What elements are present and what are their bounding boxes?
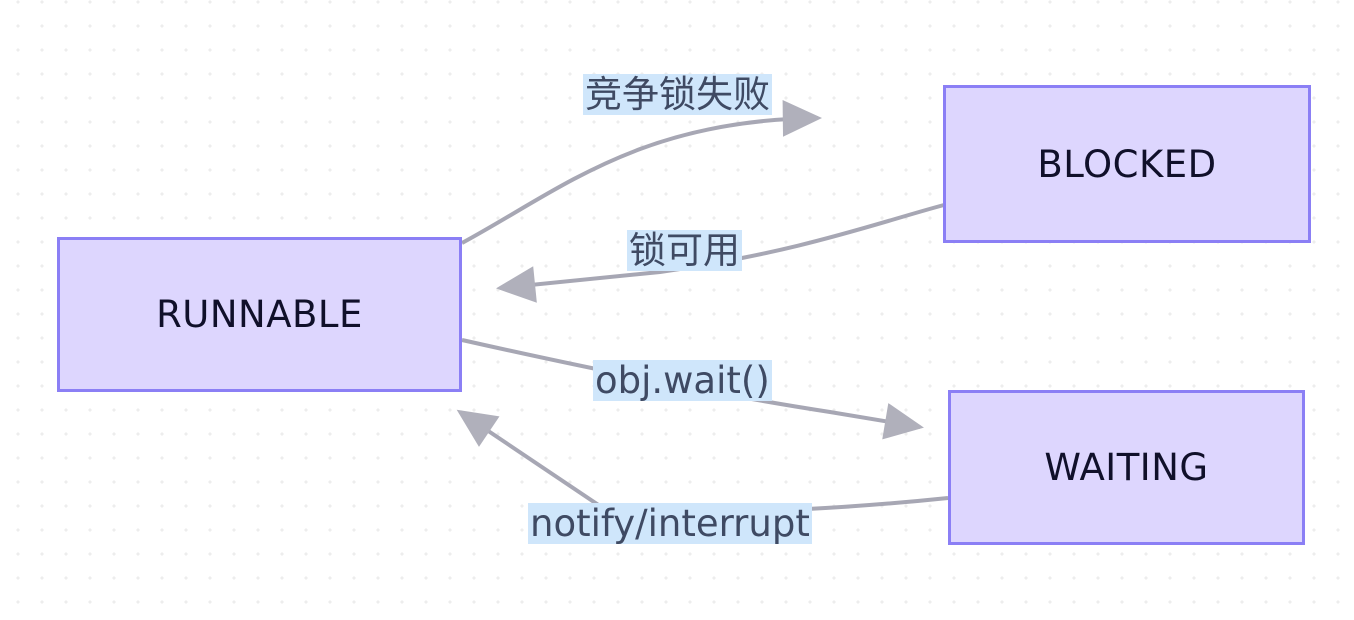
node-waiting[interactable]: WAITING bbox=[948, 390, 1305, 545]
edge-label-runnable-to-waiting: obj.wait() bbox=[593, 359, 772, 402]
edge-label-waiting-to-runnable: notify/interrupt bbox=[528, 502, 812, 545]
edge-waiting-to-runnable bbox=[456, 409, 949, 515]
node-blocked-label: BLOCKED bbox=[1037, 142, 1217, 186]
edge-label-blocked-to-runnable: 锁可用 bbox=[627, 229, 742, 272]
edge-label-runnable-to-blocked: 竞争锁失败 bbox=[583, 73, 772, 116]
node-runnable[interactable]: RUNNABLE bbox=[57, 237, 462, 392]
node-waiting-label: WAITING bbox=[1044, 446, 1209, 489]
edge-runnable-to-blocked bbox=[461, 100, 822, 245]
node-runnable-label: RUNNABLE bbox=[156, 293, 363, 336]
node-blocked[interactable]: BLOCKED bbox=[943, 85, 1311, 243]
